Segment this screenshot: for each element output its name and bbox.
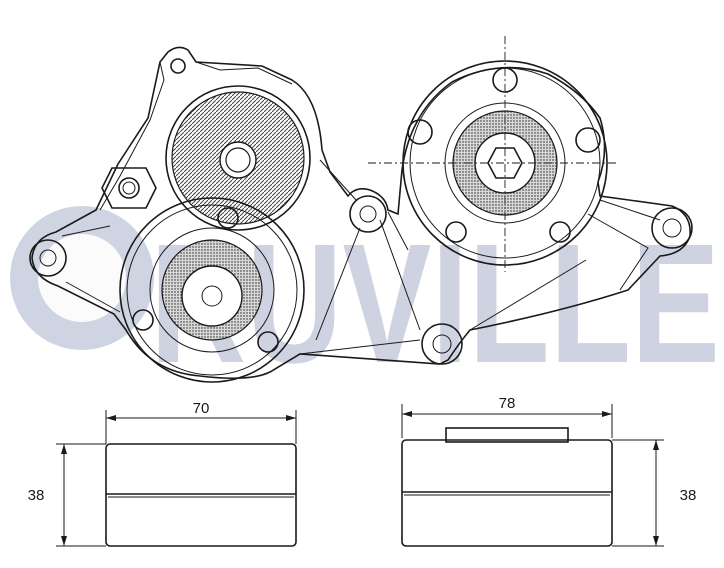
hex-bolt-icon (487, 147, 523, 179)
lug-hole (170, 58, 186, 74)
side-view-right: 78 38 (401, 395, 697, 547)
hex-nut (101, 167, 157, 209)
dim-left-width-label: 70 (193, 400, 210, 417)
idler-pulley-left (119, 197, 305, 383)
side-view-left: 70 38 (28, 400, 297, 547)
dim-right-height-label: 38 (680, 487, 697, 504)
idler-pulley-right (368, 36, 618, 272)
boss-right (651, 207, 693, 249)
boss-mid (349, 195, 387, 233)
boss-bottom (421, 323, 463, 365)
hub-cap (445, 427, 569, 443)
dim-right-width-label: 78 (499, 395, 516, 412)
pulley-side-body-left (105, 443, 297, 547)
pulley-side-body-right (401, 439, 613, 547)
ruville-watermark: RUVILLE (10, 206, 720, 399)
bracket-outline (31, 46, 691, 380)
tensioner-assembly (29, 36, 693, 383)
dim-left-height-label: 38 (28, 487, 45, 504)
tensioner-drum (165, 85, 311, 231)
boss-left (29, 239, 67, 277)
